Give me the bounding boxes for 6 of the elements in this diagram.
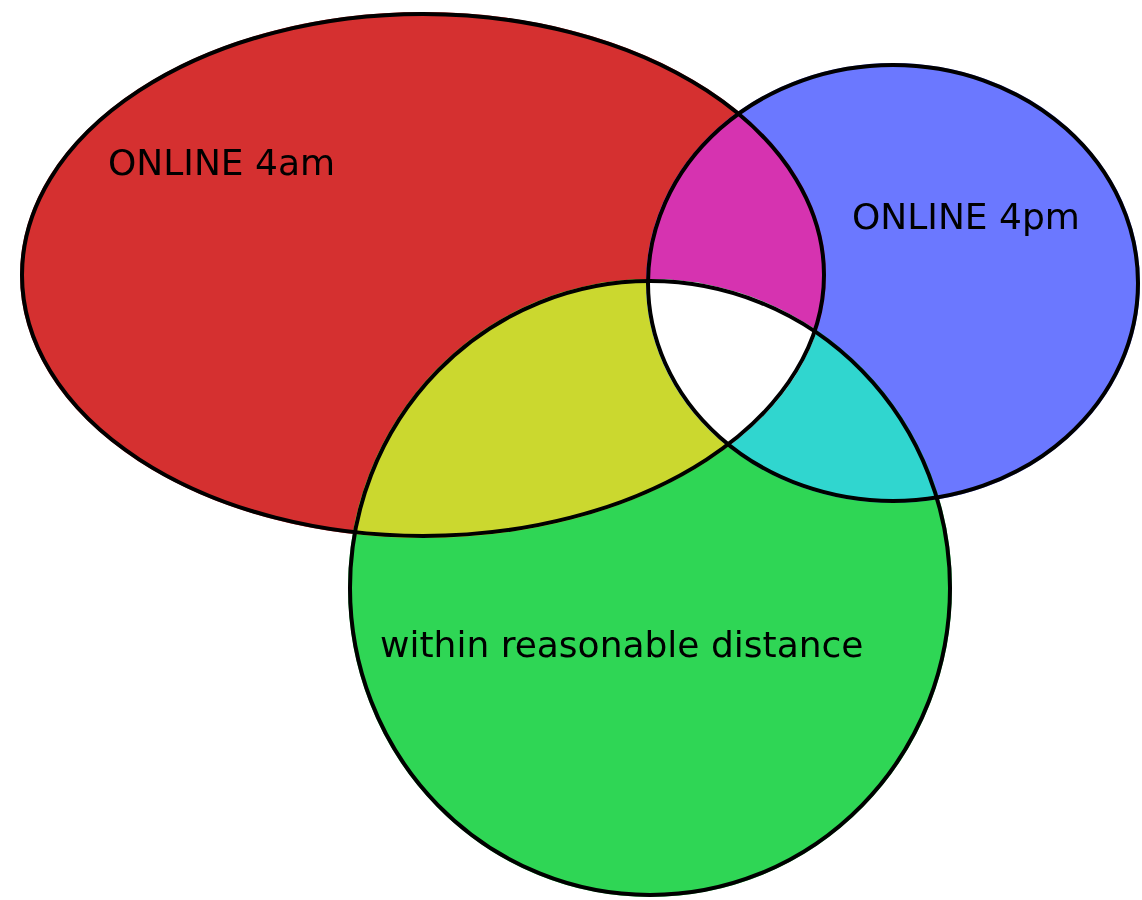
set-label: within reasonable distance bbox=[380, 627, 864, 663]
set-label: ONLINE 4am bbox=[108, 145, 336, 181]
set-label: ONLINE 4pm bbox=[852, 199, 1080, 235]
venn-ellipse bbox=[20, 12, 826, 538]
venn-ellipse bbox=[646, 63, 1140, 503]
venn-ellipse bbox=[348, 279, 952, 897]
